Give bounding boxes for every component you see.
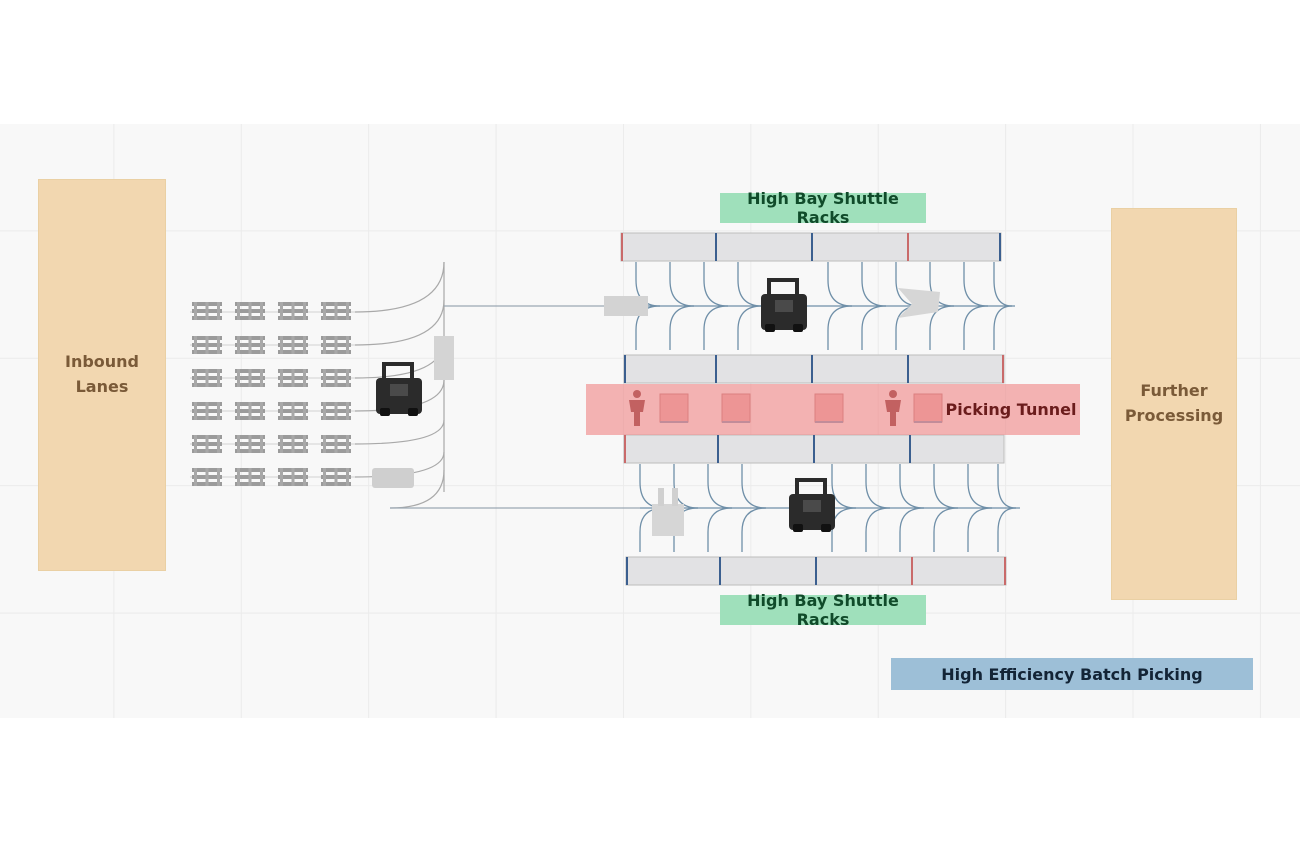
pallet-icon <box>235 336 265 354</box>
pallet-icon <box>192 302 222 320</box>
pallet-icon <box>235 435 265 453</box>
rack-label-bottom: High Bay Shuttle Racks <box>720 591 926 629</box>
pallet-icon <box>278 435 308 453</box>
pallet-grid <box>190 302 355 486</box>
pallet-icon <box>235 468 265 486</box>
pallet-icon <box>278 468 308 486</box>
pallet-icon <box>192 336 222 354</box>
rack-row-lower-middle <box>623 434 1005 464</box>
shuttle-aisle-top <box>635 262 1015 350</box>
pallet-icon <box>321 369 351 387</box>
further-processing-zone: Further Processing <box>1111 208 1237 600</box>
shuttle-icon <box>652 504 684 536</box>
pallet-icon <box>321 468 351 486</box>
pallet-icon <box>235 369 265 387</box>
transfer-unit-icon <box>434 336 454 380</box>
conveyor-icon <box>372 468 414 488</box>
pallet-icon <box>235 402 265 420</box>
shuttle-icon <box>672 488 678 506</box>
pallet-icon <box>321 336 351 354</box>
pallet-icon <box>321 435 351 453</box>
pallet-icon <box>235 302 265 320</box>
pallet-icon <box>278 302 308 320</box>
shuttle-icon <box>658 488 664 506</box>
batch-picking-label: High Efficiency Batch Picking <box>891 658 1253 690</box>
inbound-lanes-zone: Inbound Lanes <box>38 179 166 571</box>
forklift-icon <box>759 278 809 334</box>
shuttle-icon <box>898 288 940 318</box>
pallet-icon <box>192 435 222 453</box>
pallet-icon <box>278 369 308 387</box>
pallet-icon <box>192 402 222 420</box>
picking-tunnel-label: Picking Tunnel <box>945 400 1077 419</box>
picking-tunnel-zone <box>586 384 1080 435</box>
pallet-icon <box>278 336 308 354</box>
pallet-icon <box>321 402 351 420</box>
rack-label-top: High Bay Shuttle Racks <box>720 189 926 227</box>
rack-row-bottom <box>625 556 1007 586</box>
shuttle-icon <box>604 296 648 316</box>
pallet-icon <box>278 402 308 420</box>
pallet-icon <box>192 468 222 486</box>
rack-row-upper-middle <box>623 354 1005 384</box>
forklift-icon <box>374 362 424 418</box>
forklift-icon <box>787 478 837 534</box>
pallet-icon <box>321 302 351 320</box>
pallet-icon <box>192 369 222 387</box>
rack-row-top <box>620 232 1002 262</box>
